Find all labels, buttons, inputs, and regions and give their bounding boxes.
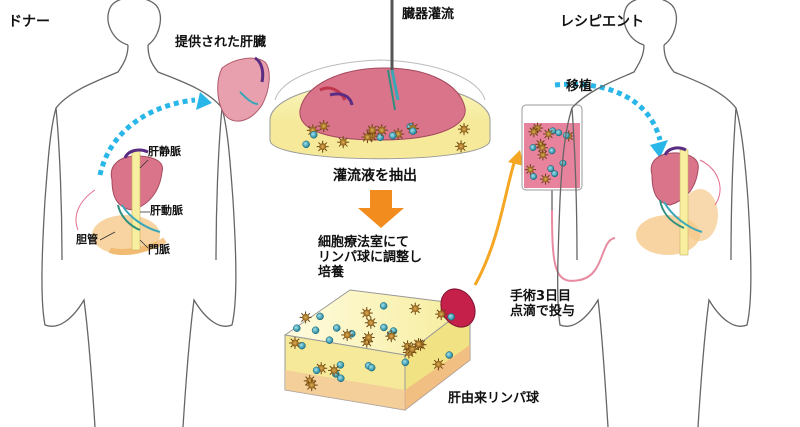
extract-perfusate-label: 灌流液を抽出 xyxy=(333,168,417,184)
lymphocyte-cell xyxy=(412,338,425,351)
lymphocyte-cell xyxy=(385,330,398,343)
cell-bead xyxy=(337,374,345,383)
lymphocyte-cell xyxy=(455,140,468,153)
donor-to-liver-arrow xyxy=(97,97,196,176)
cell-bead xyxy=(376,133,385,142)
lymphocyte-cell xyxy=(540,173,552,185)
lymphocyte-cell xyxy=(406,343,419,356)
flask-cells xyxy=(288,302,455,392)
cell-bead xyxy=(298,341,306,350)
lymphocyte-cell xyxy=(435,308,448,321)
lymphocyte-cell xyxy=(337,136,350,149)
cell-bead xyxy=(325,336,334,344)
cell-bead xyxy=(336,361,345,369)
recipient-organs xyxy=(636,146,721,256)
cell-therapy-label: 細胞療法室にて リンパ球に調整し 培養 xyxy=(318,235,423,280)
cell-bead xyxy=(389,131,397,140)
lymphocyte-cell xyxy=(524,164,536,176)
lymphocyte-cell xyxy=(528,126,540,138)
lymphocyte-cell xyxy=(432,358,445,371)
cell-bead xyxy=(333,324,341,332)
lymphocyte-cell xyxy=(362,331,375,344)
lymphocyte-cell xyxy=(305,379,318,392)
organ-perfusion-label: 臓器灌流 xyxy=(402,7,455,22)
flask-to-bag-arrow-head xyxy=(508,150,524,166)
lymphocyte-cell xyxy=(361,131,374,144)
lymphocyte-cell xyxy=(299,311,312,324)
provided-liver-label: 提供された肝臓 xyxy=(175,35,267,50)
bile-duct-label: 胆管 xyxy=(76,233,98,246)
cell-bead xyxy=(302,140,310,149)
lymphocyte-cell xyxy=(328,364,341,377)
lymphocyte-cell xyxy=(375,124,388,137)
recipient-body xyxy=(557,0,752,427)
lymphocyte-cell xyxy=(366,124,379,137)
lymphocyte-cell xyxy=(409,302,422,315)
cell-bead xyxy=(380,323,388,332)
cell-bead xyxy=(309,131,318,139)
cell-bead xyxy=(447,313,455,321)
hepatic-vein-label: 肝静脈 xyxy=(148,145,181,158)
lymphocyte-cell xyxy=(364,316,377,329)
cell-bead xyxy=(311,326,320,335)
lymphocyte-cell xyxy=(317,120,330,133)
cell-bead xyxy=(529,144,537,152)
dish-cells xyxy=(302,120,471,153)
cell-bead xyxy=(409,127,417,135)
lymphocyte-cell xyxy=(537,149,549,161)
lymphocyte-cell xyxy=(543,128,555,140)
donor-body xyxy=(41,0,237,427)
donor-label: ドナー xyxy=(8,14,50,30)
cell-bead xyxy=(547,165,555,173)
lymphocyte-cell xyxy=(288,337,301,350)
transplant-arrow-head xyxy=(650,140,668,158)
donor-arrow-head xyxy=(196,92,212,110)
cell-bead xyxy=(293,324,301,332)
lymphocyte-cell xyxy=(458,123,471,136)
transplant-label: 移植 xyxy=(566,79,593,94)
post-op-label: 手術3日目 点滴で投与 xyxy=(510,289,576,319)
extract-down-arrow xyxy=(358,190,404,228)
lymphocyte-cell xyxy=(536,142,548,154)
cell-bead xyxy=(551,170,559,178)
portal-vein-label: 門脈 xyxy=(148,243,170,256)
cell-bead xyxy=(548,147,556,155)
donor-organs xyxy=(75,148,167,255)
cell-bead xyxy=(379,302,388,310)
cell-bead xyxy=(555,129,563,137)
hepatic-artery-label: 肝動脈 xyxy=(150,204,183,217)
lymphocytes-label: 肝由来リンパ球 xyxy=(448,391,540,406)
flask-to-bag-arrow xyxy=(473,159,517,286)
cell-bead xyxy=(312,366,321,375)
lymphocyte-cell xyxy=(341,328,354,341)
lymphocyte-cell xyxy=(316,140,329,153)
recipient-label: レシピエント xyxy=(560,14,644,30)
cell-bead xyxy=(401,358,410,367)
provided-liver xyxy=(217,56,270,122)
cell-bead xyxy=(316,312,324,321)
lymphocyte-cell xyxy=(360,307,373,320)
cell-bead xyxy=(367,363,376,372)
cell-bead xyxy=(530,173,537,180)
bag-cells xyxy=(524,122,575,185)
cell-bead xyxy=(445,351,453,359)
